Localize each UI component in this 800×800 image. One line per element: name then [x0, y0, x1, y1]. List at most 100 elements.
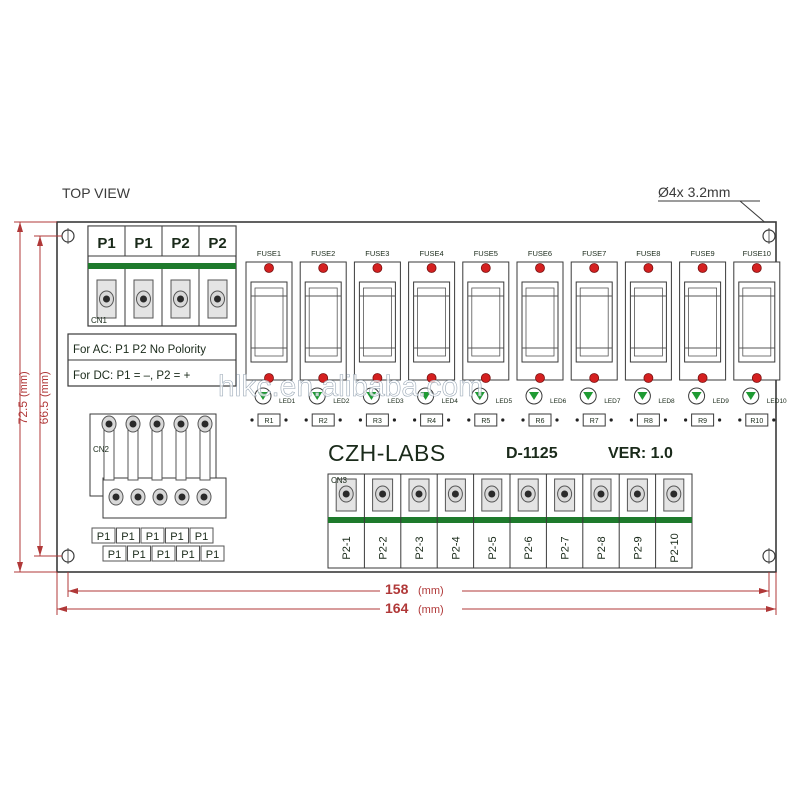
resistor-icon [413, 413, 451, 427]
width-outer-unit: (mm) [418, 604, 444, 616]
fuse-pad-icon [697, 263, 708, 273]
fuse-label: FUSE2 [311, 249, 335, 258]
resistor-label: R6 [536, 418, 545, 425]
cn3-screw-icon [411, 485, 427, 503]
cn2-top-pin-label: P1 [195, 531, 208, 543]
fuse-label: FUSE7 [582, 249, 606, 258]
cn3-pin-label: P2-6 [523, 536, 535, 559]
led-icon [633, 387, 651, 405]
led-icon [688, 387, 706, 405]
fuse-pad-icon [643, 373, 654, 383]
resistor-label: R10 [750, 418, 763, 425]
led-icon [471, 387, 489, 405]
height-dimension-outer [14, 221, 57, 573]
cn2-screw-icon [130, 488, 146, 506]
fuse-holder [245, 261, 293, 383]
cn1-screw-icon [136, 290, 151, 308]
cn1-screw-icon [173, 290, 188, 308]
fuse-pad-icon [318, 373, 329, 383]
cn1-pin-label: P2 [171, 235, 189, 252]
cn3-pin-label: P2-7 [560, 536, 572, 559]
cn3-screw-icon [593, 485, 609, 503]
resistor-icon [684, 413, 722, 427]
fuse-pad-icon [751, 263, 762, 273]
width-inner-value: 158 [385, 581, 409, 597]
resistor-icon [358, 413, 396, 427]
led-label: LED1 [279, 398, 296, 405]
led-label: LED6 [550, 398, 567, 405]
resistor-label: R8 [644, 418, 653, 425]
cn3-screw-icon [447, 485, 463, 503]
resistor-label: R1 [265, 418, 274, 425]
led-icon [417, 387, 435, 405]
height-inner-unit: (mm) [39, 371, 51, 397]
led-label: LED9 [713, 398, 730, 405]
led-label: LED8 [658, 398, 675, 405]
version-label: VER: 1.0 [608, 445, 673, 462]
cn2-top-pin-label: P1 [121, 531, 134, 543]
hole-diameter-label: Ø4x 3.2mm [658, 184, 730, 200]
cn3-pin-label: P2-8 [596, 536, 608, 559]
resistor-icon [250, 413, 288, 427]
polarity-note-box [67, 333, 237, 387]
cn2-top-pin-label: P1 [146, 531, 159, 543]
fuse-pad-icon [264, 373, 274, 383]
cn2-screw-icon [174, 488, 190, 506]
dc-polarity-note: For DC: P1 = –, P2 = + [73, 370, 191, 382]
fuse-pad-icon [372, 263, 383, 273]
resistor-label: R4 [427, 418, 436, 425]
led-label: LED7 [604, 398, 621, 405]
cn2-top-pin-label: P1 [97, 531, 110, 543]
height-dimension-inner [34, 235, 62, 557]
cn2-top-pin-icon [197, 415, 213, 433]
cn3-screw-icon [666, 485, 682, 503]
led-label: LED5 [496, 398, 513, 405]
width-inner-unit: (mm) [418, 585, 444, 597]
fuse-pad-icon [318, 263, 329, 273]
cn2-screw-icon [152, 488, 168, 506]
cn2-bottom-pin-label: P1 [157, 549, 170, 561]
cn1-screw-icon [210, 290, 225, 308]
cn2-bottom-pin-label: P1 [206, 549, 219, 561]
cn2-bottom-pin-label: P1 [108, 549, 121, 561]
top-view-label: TOP VIEW [62, 185, 131, 201]
fuse-pad-icon [589, 263, 600, 273]
cn2-label: CN2 [93, 445, 110, 454]
resistor-icon [575, 413, 613, 427]
height-outer-value: 72.5 [16, 401, 30, 425]
fuse-pad-icon [535, 263, 545, 273]
cn3-screw-icon [338, 485, 354, 503]
fuse-label: FUSE6 [528, 249, 552, 258]
fuse-pad-icon [264, 263, 274, 273]
ac-polarity-note: For AC: P1 P2 No Polority [73, 344, 206, 356]
cn3-pin-label: P2-5 [487, 536, 499, 559]
cn2-top-pin-icon [125, 415, 141, 433]
cn2-screw-icon [196, 488, 212, 506]
cn3-pin-label: P2-3 [414, 536, 426, 559]
mounting-hole-top-right [762, 228, 776, 244]
cn3-screw-icon [557, 485, 573, 503]
led-label: LED4 [442, 398, 459, 405]
fuse-holder [353, 261, 401, 383]
cn3-screw-icon [375, 485, 391, 503]
resistor-icon [304, 413, 342, 427]
resistor-icon [738, 413, 776, 427]
resistor-icon [521, 413, 559, 427]
fuse-holder [733, 261, 781, 383]
cn3-pin-label: P2-1 [341, 536, 353, 559]
cn3-label: CN3 [331, 476, 348, 485]
cn3-pin-label: P2-4 [450, 536, 462, 559]
fuse-pad-icon [372, 373, 383, 383]
cn3-pin-label: P2-9 [632, 536, 644, 559]
resistor-label: R9 [698, 418, 707, 425]
fuse-label: FUSE3 [365, 249, 389, 258]
fuse-holder [408, 261, 456, 383]
fuse-holder [679, 261, 727, 383]
width-outer-value: 164 [385, 600, 409, 616]
height-inner-value: 66.5 [37, 401, 51, 425]
fuse-pad-icon [751, 373, 762, 383]
fuse-holder [516, 261, 564, 383]
watermark-text: hlkc.en.alibaba.com [218, 370, 483, 403]
resistor-icon [629, 413, 668, 427]
